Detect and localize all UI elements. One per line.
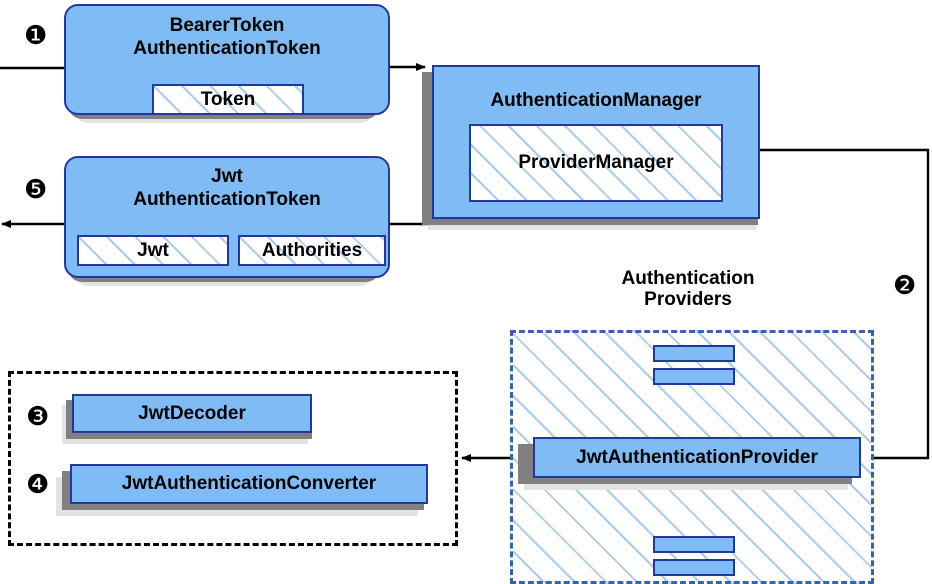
provider-stub-top-2 [653,368,735,385]
jwt-provider-title: JwtAuthenticationProvider [576,446,818,468]
node-jwt-authentication-converter[interactable]: JwtAuthenticationConverter [70,464,428,504]
jwt-token-sub-label-authorities: Authorities [261,239,363,261]
auth-manager-title: AuthenticationManager [490,90,702,111]
node-jwt-authentication-provider[interactable]: JwtAuthenticationProvider [533,437,861,478]
jwt-token-sub-box-authorities[interactable]: Authorities [238,235,386,266]
provider-stub-bottom-2 [653,559,735,576]
bearer-token-title: BearerToken AuthenticationToken [133,15,321,59]
authentication-providers-caption: Authentication Providers [621,268,755,311]
bearer-token-sub-label: Token [200,88,256,110]
jwt-token-sub-box-jwt[interactable]: Jwt [77,235,229,266]
jwt-token-sub-label-jwt: Jwt [137,239,169,261]
group-jwt-support [8,371,458,546]
step-badge-2: ❷ [893,271,917,301]
auth-manager-sub-box-provider-manager[interactable]: ProviderManager [469,124,723,202]
bearer-token-sub-box-token[interactable]: Token [152,84,304,115]
node-jwt-authentication-token[interactable]: Jwt AuthenticationToken Jwt Authorities [64,156,390,278]
node-jwt-decoder[interactable]: JwtDecoder [72,394,312,433]
step-badge-1: ❶ [24,21,48,51]
jwt-converter-title: JwtAuthenticationConverter [121,473,377,494]
step-badge-3: ❸ [26,402,50,432]
node-authentication-manager[interactable]: AuthenticationManager ProviderManager [432,65,760,219]
step-badge-5: ❺ [24,175,48,205]
step-badge-4: ❹ [26,470,50,500]
provider-stub-bottom-1 [653,536,735,553]
jwt-decoder-title: JwtDecoder [138,402,246,424]
auth-manager-sub-label: ProviderManager [518,152,674,173]
provider-stub-top-1 [653,345,735,362]
jwt-token-title: Jwt AuthenticationToken [133,166,321,210]
node-bearer-token-authentication-token[interactable]: BearerToken AuthenticationToken Token [64,4,390,115]
